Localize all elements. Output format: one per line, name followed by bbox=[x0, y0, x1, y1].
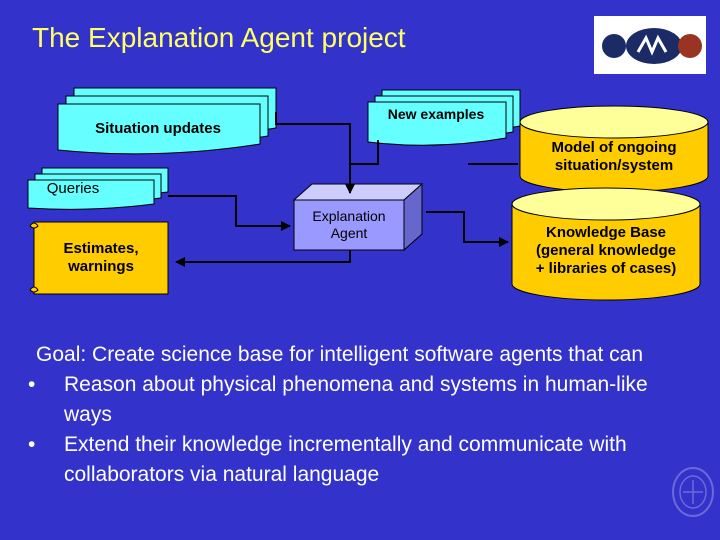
explanation-agent-line-1: Explanation bbox=[312, 208, 386, 224]
goal-bullet-1: • Reason about physical phenomena and sys… bbox=[28, 370, 696, 430]
arrow-updates-to-agent bbox=[275, 112, 355, 194]
knowledge-base-line-3: + libraries of cases) bbox=[535, 260, 677, 277]
university-seal-icon bbox=[672, 467, 714, 517]
estimates-line: Estimates, bbox=[63, 240, 139, 257]
arrow-agent-to-knowledge-base bbox=[426, 211, 509, 247]
queries-document bbox=[27, 167, 169, 210]
logo-left-emblem bbox=[602, 34, 626, 58]
bullet-marker: • bbox=[28, 373, 36, 396]
knowledge-base-line-1: Knowledge Base bbox=[545, 224, 667, 241]
goal-bullet-2: • Extend their knowledge incrementally an… bbox=[28, 430, 696, 490]
bullet-marker: • bbox=[28, 433, 36, 456]
goal-bullet-2-text: Extend their knowledge incrementally and… bbox=[64, 433, 627, 486]
model-line-2: situation/system bbox=[554, 157, 674, 174]
architecture-diagram bbox=[27, 87, 709, 301]
warnings-line: warnings bbox=[68, 258, 134, 275]
onr-logo bbox=[594, 16, 706, 74]
estimates-warnings-label: Estimates, warnings bbox=[34, 240, 168, 276]
model-label: Model of ongoing situation/system bbox=[520, 139, 708, 175]
new-examples-document bbox=[367, 89, 521, 146]
situation-updates-label: Situation updates bbox=[95, 120, 221, 137]
knowledge-base-line-2: (general knowledge bbox=[535, 242, 677, 259]
logo-lettering-mark bbox=[636, 34, 668, 56]
knowledge-base-label: Knowledge Base (general knowledge + libr… bbox=[512, 224, 700, 278]
model-cylinder bbox=[519, 105, 709, 193]
arrow-agent-to-estimates bbox=[175, 250, 351, 267]
situation-updates-document bbox=[57, 87, 277, 155]
explanation-agent-label: Explanation Agent bbox=[294, 208, 404, 242]
logo-right-emblem bbox=[678, 34, 702, 58]
onr-logo-graphic bbox=[602, 28, 702, 64]
slide-title: The Explanation Agent project bbox=[32, 22, 406, 53]
queries-label: Queries bbox=[46, 180, 100, 197]
arrow-queries-to-agent bbox=[168, 195, 291, 231]
knowledge-base-cylinder bbox=[511, 187, 701, 301]
model-line-1: Model of ongoing bbox=[551, 139, 677, 156]
line-examples-to-merge bbox=[350, 140, 379, 165]
goal-intro: Goal: Create science base for intelligen… bbox=[36, 343, 644, 366]
goal-bullet-1-text: Reason about physical phenomena and syst… bbox=[64, 373, 648, 426]
explanation-agent-line-2: Agent bbox=[330, 225, 368, 241]
goal-section: Goal: Create science base for intelligen… bbox=[28, 340, 696, 490]
estimates-warnings-scroll bbox=[29, 221, 169, 295]
new-examples-label: New examples bbox=[387, 106, 485, 122]
explanation-agent-box bbox=[292, 182, 424, 252]
